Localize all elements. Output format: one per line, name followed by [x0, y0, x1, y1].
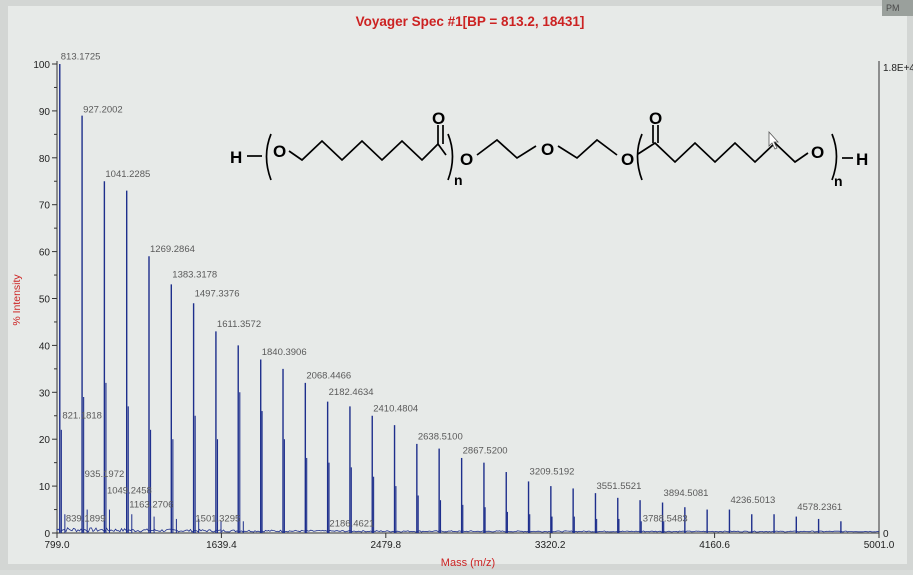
atom-o-ether: O — [541, 140, 554, 159]
structure-labels: H O O n O O O O O n H — [230, 109, 868, 189]
peak-label: 813.1725 — [61, 52, 101, 63]
y-tick-label: 70 — [39, 201, 51, 212]
peak-label: 1611.3572 — [217, 319, 261, 330]
peak-label: 839.1899 — [66, 514, 106, 525]
baseline-noise — [56, 527, 880, 533]
y-tick-label: 50 — [39, 295, 51, 306]
x-axis-label: Mass (m/z) — [441, 557, 495, 569]
peak-label: 1163.2706 — [129, 500, 173, 511]
atom-h-right: H — [856, 150, 868, 169]
peak-label: 2638.5100 — [418, 432, 463, 443]
atom-o-left: O — [273, 142, 286, 161]
atom-h-left: H — [230, 148, 242, 167]
atom-o-carbonyl-left: O — [432, 109, 445, 128]
bracket-right-close — [831, 133, 838, 181]
corner-tab — [882, 0, 913, 16]
peak-label: 1501.3295 — [195, 514, 240, 525]
y-tick-label: 30 — [39, 388, 51, 399]
peak-label: 821.1818 — [62, 410, 102, 421]
peak-label: 1049.2458 — [107, 485, 152, 496]
x-tick-label: 799.0 — [44, 540, 69, 551]
chain-right — [637, 141, 809, 164]
y-axis-label: % Intensity — [11, 274, 23, 326]
right-axis-top-label: 1.8E+4 — [883, 63, 913, 74]
peak-label: 1041.2285 — [105, 169, 150, 180]
bracket-right-open — [636, 133, 643, 181]
peak-label: 1383.3178 — [172, 270, 217, 281]
peak-label: 3894.5081 — [664, 488, 709, 499]
x-tick-label: 4160.6 — [699, 540, 730, 551]
peak-label: 3551.5521 — [596, 481, 641, 492]
peak-label: 2186.4621 — [329, 518, 374, 529]
peak-label: 1497.3376 — [195, 289, 240, 300]
peak-label: 2867.5200 — [463, 446, 508, 457]
corner-label: PM — [886, 3, 900, 13]
spectrum-peaks — [59, 64, 842, 533]
y-tick-label: 80 — [39, 154, 51, 165]
bond-ester-left — [437, 143, 447, 156]
y-tick-label: 0 — [44, 529, 50, 540]
atom-o-link-1: O — [460, 150, 473, 169]
y-ticks: 0 10 20 30 40 50 60 70 80 90 100 — [33, 60, 57, 540]
bracket-left-close — [447, 133, 454, 181]
y-tick-label: 100 — [33, 60, 50, 71]
peak-label: 1269.2864 — [150, 244, 195, 255]
plot-background — [8, 6, 907, 564]
peak-labels: 813.1725 927.2002 1041.2285 1269.2864 1383.3… — [61, 52, 842, 530]
y-tick-label: 40 — [39, 341, 51, 352]
right-axis-bottom-label: 0 — [883, 529, 889, 540]
atom-o-link-2: O — [621, 150, 634, 169]
y-tick-label: 20 — [39, 435, 51, 446]
spectrum-baseline — [56, 527, 880, 533]
peak-label: 2410.4804 — [373, 403, 418, 414]
y-tick-label: 10 — [39, 482, 51, 493]
peak-label: 935.1972 — [85, 469, 125, 480]
peak-label: 4578.2361 — [797, 502, 842, 513]
bracket-left-open — [265, 133, 272, 181]
peak-label: 3788.5483 — [643, 514, 688, 525]
peak-label: 1840.3906 — [262, 347, 307, 358]
peak-label: 3209.5192 — [530, 467, 575, 478]
subscript-n-left: n — [454, 172, 463, 188]
y-tick-label: 90 — [39, 107, 51, 118]
chain-ether-b — [557, 138, 618, 160]
y-tick-label: 60 — [39, 248, 51, 259]
peak-label: 4236.5013 — [730, 495, 775, 506]
chain-left — [288, 139, 439, 162]
x-tick-label: 1639.4 — [206, 540, 237, 551]
atom-o-carbonyl-right: O — [649, 109, 662, 128]
peak-label: 927.2002 — [83, 105, 123, 116]
x-tick-label: 3320.2 — [535, 540, 566, 551]
peak-label: 2182.4634 — [329, 387, 374, 398]
chemical-structure — [247, 125, 853, 181]
subscript-n-right: n — [834, 173, 843, 189]
chart-title: Voyager Spec #1[BP = 813.2, 18431] — [356, 14, 585, 29]
atom-o-right: O — [811, 143, 824, 162]
chain-ether-a — [476, 138, 537, 160]
x-tick-label: 2479.8 — [371, 540, 402, 551]
x-tick-label: 5001.0 — [864, 540, 895, 551]
mouse-cursor-icon — [768, 130, 779, 150]
x-ticks: 799.0 1639.4 2479.8 3320.2 4160.6 5001.0 — [44, 533, 895, 551]
peak-label: 2068.4466 — [306, 371, 351, 382]
